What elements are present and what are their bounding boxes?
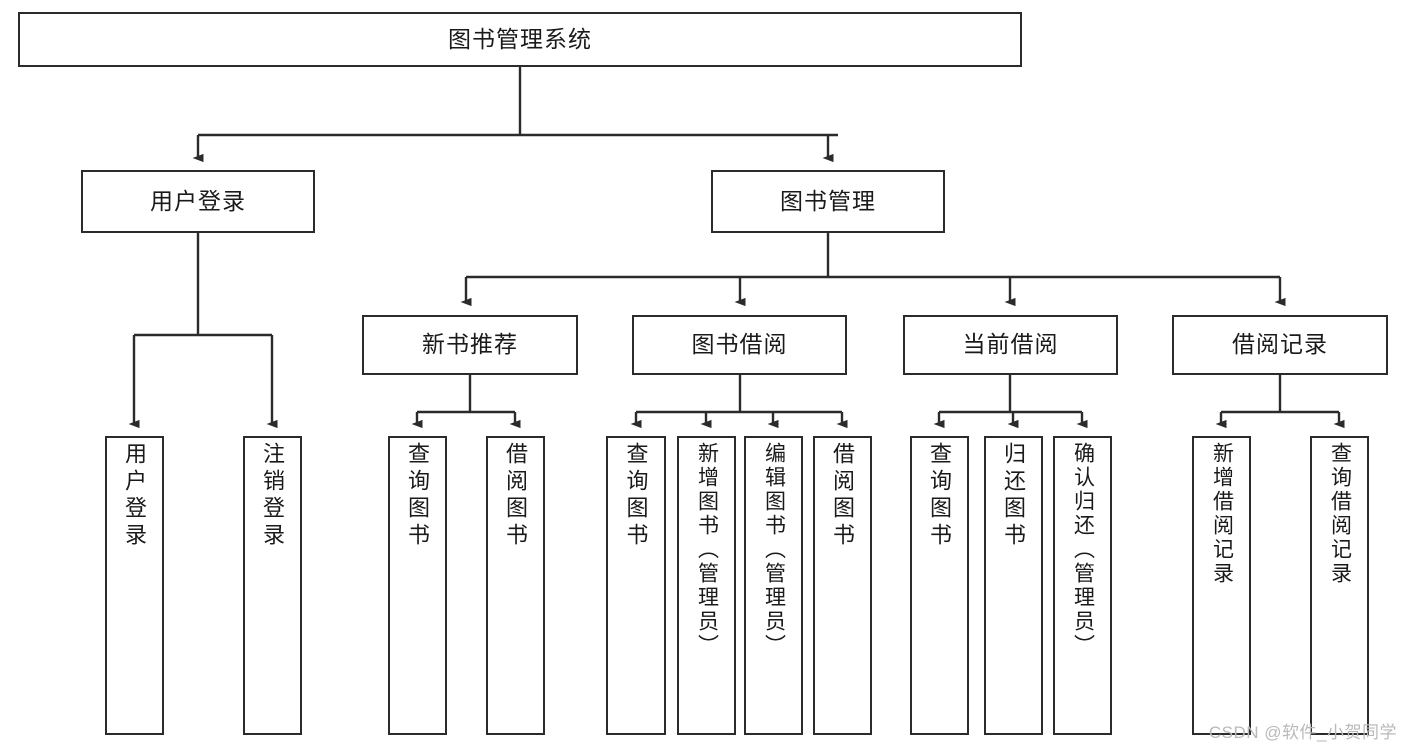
leaf-query-book-current[interactable]: 查询图书	[910, 436, 969, 735]
leaf-confirm-return-admin[interactable]: 确认归还（管理员）	[1053, 436, 1112, 735]
node-user-login[interactable]: 用户登录	[81, 170, 315, 233]
leaf-edit-book-admin-label: 编辑图书（管理员）	[762, 442, 786, 658]
node-new-book-recommend-label: 新书推荐	[422, 331, 518, 358]
node-root-label: 图书管理系统	[448, 25, 592, 52]
leaf-borrow-book-new[interactable]: 借阅图书	[486, 436, 545, 735]
leaf-edit-book-admin[interactable]: 编辑图书（管理员）	[744, 436, 803, 735]
leaf-query-borrow-record[interactable]: 查询借阅记录	[1310, 436, 1369, 735]
node-borrow-record[interactable]: 借阅记录	[1172, 315, 1388, 375]
node-current-borrow[interactable]: 当前借阅	[903, 315, 1118, 375]
leaf-query-book-new[interactable]: 查询图书	[388, 436, 447, 735]
leaf-user-login[interactable]: 用户登录	[105, 436, 164, 735]
node-current-borrow-label: 当前借阅	[962, 331, 1059, 358]
leaf-user-logout[interactable]: 注销登录	[243, 436, 302, 735]
leaf-borrow-book-new-label: 借阅图书	[503, 442, 529, 550]
leaf-query-book-borrow[interactable]: 查询图书	[606, 436, 666, 735]
leaf-borrow-book[interactable]: 借阅图书	[813, 436, 872, 735]
leaf-query-book-borrow-label: 查询图书	[623, 442, 649, 550]
leaf-query-book-new-label: 查询图书	[405, 442, 431, 550]
leaf-return-book[interactable]: 归还图书	[984, 436, 1043, 735]
node-book-management-label: 图书管理	[780, 187, 876, 214]
leaf-confirm-return-admin-label: 确认归还（管理员）	[1071, 442, 1095, 658]
leaf-user-logout-label: 注销登录	[260, 442, 286, 550]
node-new-book-recommend[interactable]: 新书推荐	[362, 315, 578, 375]
node-borrow-record-label: 借阅记录	[1232, 331, 1328, 358]
node-book-management[interactable]: 图书管理	[711, 170, 945, 233]
leaf-query-borrow-record-label: 查询借阅记录	[1328, 442, 1352, 586]
leaf-user-login-label: 用户登录	[122, 442, 148, 550]
leaf-borrow-book-label: 借阅图书	[830, 442, 856, 550]
leaf-add-book-admin[interactable]: 新增图书（管理员）	[677, 436, 736, 735]
leaf-return-book-label: 归还图书	[1001, 442, 1027, 550]
leaf-query-book-current-label: 查询图书	[927, 442, 953, 550]
node-book-borrow-label: 图书借阅	[691, 331, 788, 358]
node-user-login-label: 用户登录	[150, 187, 246, 214]
leaf-add-book-admin-label: 新增图书（管理员）	[695, 442, 719, 658]
leaf-add-borrow-record[interactable]: 新增借阅记录	[1192, 436, 1251, 735]
leaf-add-borrow-record-label: 新增借阅记录	[1210, 442, 1234, 586]
node-book-borrow[interactable]: 图书借阅	[632, 315, 847, 375]
node-root[interactable]: 图书管理系统	[18, 12, 1022, 67]
